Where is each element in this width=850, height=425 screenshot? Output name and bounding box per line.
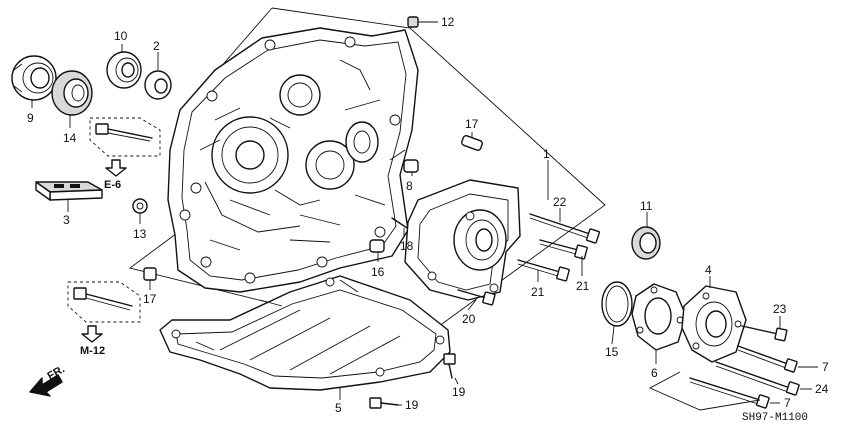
part-21-bolt-lower <box>517 259 570 282</box>
callout-9: 9 <box>27 111 34 125</box>
callout-10: 10 <box>114 29 128 43</box>
part-12-dowel-pin <box>407 16 438 28</box>
part-9-ball-bearing <box>11 55 57 101</box>
callout-16: 16 <box>371 265 385 279</box>
callout-13: 13 <box>133 227 147 241</box>
part-15-o-ring <box>601 281 633 327</box>
reference-m12-label: M-12 <box>80 345 105 357</box>
callout-3: 3 <box>63 213 70 227</box>
part-7-bolt-lower <box>689 377 770 409</box>
arrow-to-e6 <box>105 159 127 177</box>
callout-4: 4 <box>705 263 712 277</box>
part-13-drain-plug <box>132 198 148 214</box>
callout-19-upper: 19 <box>452 385 466 399</box>
part-4-end-cover <box>681 285 747 363</box>
callout-1: 1 <box>543 147 550 161</box>
callout-18: 18 <box>400 239 414 253</box>
front-direction-label: FR. <box>46 363 67 382</box>
callout-21-left: 21 <box>531 285 545 299</box>
part-17-dowel-lower <box>143 267 157 281</box>
callout-22: 22 <box>553 195 567 209</box>
callout-labels: 1 2 3 4 5 6 7 7 8 9 10 11 12 13 14 15 16… <box>27 15 829 415</box>
part-24-bolt <box>715 361 800 396</box>
part-10-roller-bearing <box>106 51 142 89</box>
callout-2: 2 <box>153 39 160 53</box>
callout-8: 8 <box>406 179 413 193</box>
bolt-reference-e6 <box>89 117 161 157</box>
callout-17-lower: 17 <box>143 292 157 306</box>
drawing-code: SH97-M1100 <box>742 412 808 424</box>
callout-17-upper: 17 <box>465 117 479 131</box>
callout-20: 20 <box>462 312 476 326</box>
part-16-dowel <box>369 239 385 253</box>
clutch-housing <box>167 27 419 293</box>
callout-15: 15 <box>605 345 619 359</box>
part-11-oil-seal <box>631 226 661 260</box>
front-direction-arrow <box>29 374 63 397</box>
bolt-reference-m12 <box>67 281 141 323</box>
callout-23: 23 <box>773 302 787 316</box>
part-23-bolt <box>741 325 788 342</box>
cover-boundary-line <box>648 371 761 411</box>
part-21-bolt-upper <box>539 239 588 260</box>
part-8-dowel <box>403 159 419 173</box>
callout-7-upper: 7 <box>822 360 829 374</box>
callout-5: 5 <box>335 401 342 415</box>
callout-6: 6 <box>651 366 658 380</box>
part-3-magnet-pad <box>35 181 103 201</box>
part-22-bolt <box>529 213 601 244</box>
part-5-stiffener-plate <box>159 275 451 391</box>
leader-lines <box>31 44 818 406</box>
arrow-to-m12 <box>81 325 103 343</box>
part-20-bolt <box>457 289 496 306</box>
part-14-bearing-seal <box>51 70 93 116</box>
callout-24: 24 <box>815 382 829 396</box>
callout-14: 14 <box>63 131 77 145</box>
part-19-bolt-upper <box>443 353 456 379</box>
part-6-gasket <box>631 283 687 351</box>
part-17-dowel-upper <box>461 135 483 151</box>
callout-12: 12 <box>441 15 455 29</box>
part-7-bolt-upper <box>737 345 798 373</box>
case-half-housing <box>404 179 521 301</box>
callout-11: 11 <box>640 199 653 213</box>
callout-7-lower: 7 <box>784 396 791 410</box>
callout-21-right: 21 <box>576 279 590 293</box>
part-2-oil-seal <box>144 70 172 100</box>
part-19-bolt-lower <box>369 397 399 409</box>
callout-19-lower: 19 <box>405 398 419 412</box>
reference-e6-label: E-6 <box>104 179 121 191</box>
